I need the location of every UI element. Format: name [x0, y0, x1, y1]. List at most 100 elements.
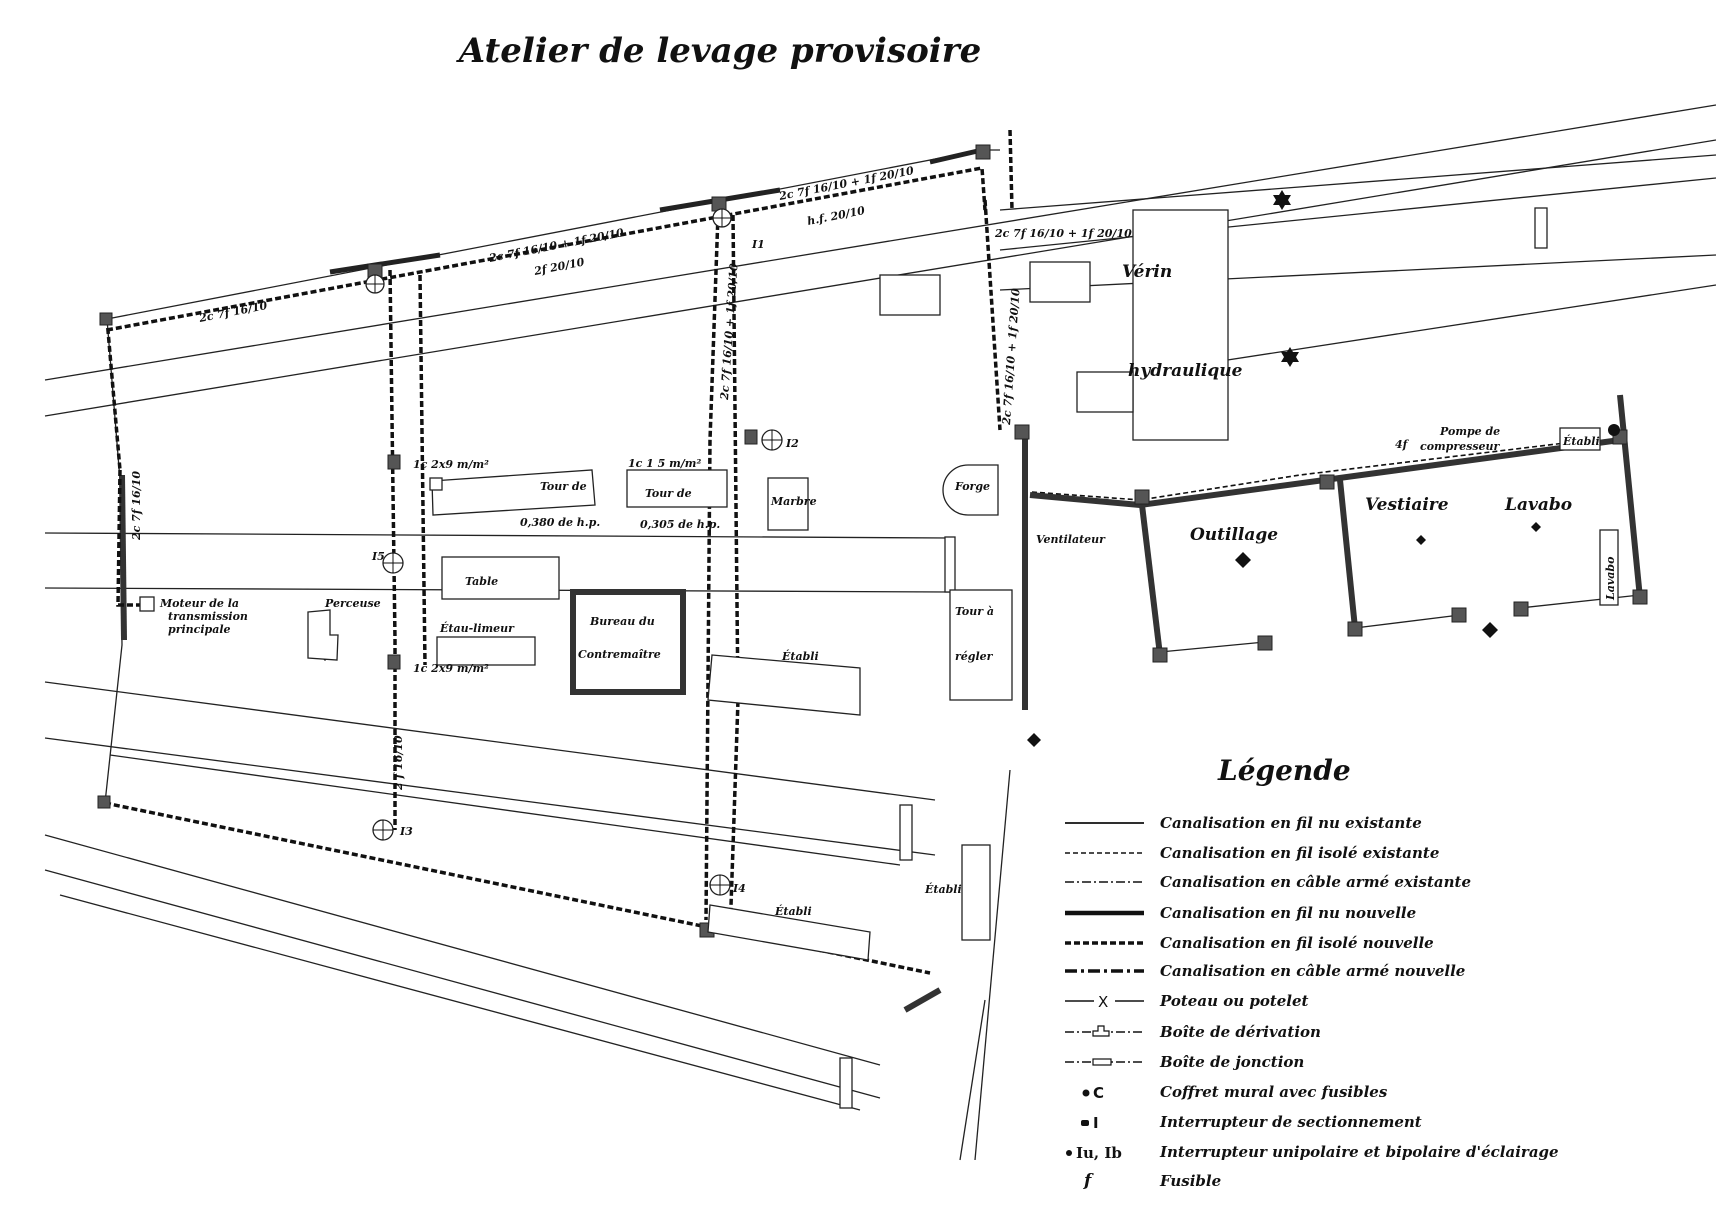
plan-text: 2c 7f 16/10 + 1f 20/10 [718, 263, 741, 402]
plan-shape [1027, 733, 1041, 747]
star-marker-icon [1281, 347, 1299, 367]
label-moteur: Moteur de la [159, 597, 239, 610]
label-power: 0,380 de h.p. [520, 516, 600, 529]
switch-symbol-2 [712, 208, 732, 228]
plan-shape [1482, 622, 1498, 638]
plan-shape [307, 609, 339, 661]
label-verin: Vérin [1122, 262, 1172, 282]
plan-shape [626, 469, 728, 508]
plan-shape [704, 214, 720, 921]
post-x-icon: X [1098, 993, 1108, 1011]
plan-shape [1257, 635, 1273, 651]
plan-shape [1559, 427, 1601, 451]
plan-shape [1031, 439, 1591, 501]
plan-shape [105, 318, 122, 471]
plan-shape [707, 654, 861, 716]
plan-shape [1531, 522, 1541, 532]
plan-shape [1534, 207, 1548, 249]
plan-shape [329, 252, 441, 275]
plan-shape [1513, 601, 1529, 617]
plan-shape [999, 254, 1716, 291]
plan-shape [1134, 489, 1150, 505]
plan-text: Interrupteur de sectionnement [1159, 1113, 1422, 1131]
switch-symbol-5 [372, 819, 394, 841]
plan-shape [431, 469, 596, 516]
plan-text: Canalisation en fil isolé nouvelle [1160, 934, 1434, 952]
plan-shape [942, 464, 999, 516]
legend-item: Canalisation en câble armé existante [1065, 873, 1471, 891]
plan-text: Canalisation en fil nu existante [1160, 814, 1422, 832]
plan-text: 1c 2x9 m/m² [413, 458, 489, 471]
switches: I2 I1 I3 I4 I5 [365, 208, 799, 896]
label-perceuse: Perceuse [324, 597, 381, 610]
plan-shape [1008, 129, 1014, 211]
plan-text: Boîte de dérivation [1159, 1023, 1321, 1041]
plan-shape [44, 104, 1716, 381]
plan-shape [387, 454, 401, 470]
plan-shape [961, 844, 991, 941]
plan-text: 2f 20/10 [532, 255, 586, 278]
fuse-icon: f [1083, 1171, 1094, 1191]
legend-item: X Poteau ou potelet [1065, 992, 1309, 1011]
label-compresseur: compresseur [1420, 440, 1501, 453]
plan-text: 2 f 16/10 [392, 735, 405, 791]
plan-text: 2c 7f 16/10 [197, 299, 269, 325]
legend-item: Canalisation en câble armé nouvelle [1065, 962, 1465, 980]
switch-symbol-6 [709, 874, 731, 896]
plan-shape [44, 869, 881, 1099]
legend: Légende Canalisation en fil nu existante… [1065, 754, 1559, 1191]
legend-item: f Fusible [1083, 1171, 1221, 1191]
plan-shape [387, 654, 401, 670]
legend-title: Légende [1217, 754, 1351, 787]
label-forge: Forge [954, 480, 990, 493]
cable-runs [104, 129, 1643, 1013]
plan-shape [728, 214, 740, 936]
plan-shape [1632, 589, 1648, 605]
plan-text: Interrupteur unipolaire et bipolaire d'é… [1159, 1143, 1559, 1161]
plan-shape [744, 429, 758, 445]
plan-shape [1029, 492, 1141, 508]
legend-item: Boîte de dérivation [1065, 1023, 1321, 1041]
wall-box-icon [1082, 1089, 1090, 1097]
label-tour: Tour de [540, 480, 587, 493]
plan-text: h.f. 20/10 [806, 204, 866, 228]
plan-shape [1599, 529, 1619, 606]
plan-shape [1235, 552, 1251, 568]
plan-text: 2c 7f 16/10 + 1f 20/10 [994, 227, 1132, 240]
plan-shape [1617, 394, 1643, 599]
plan-shape [839, 1057, 853, 1109]
label-lavabo: Lavabo [1504, 495, 1572, 515]
plan-shape [418, 274, 427, 666]
plan-shape [975, 144, 991, 160]
label-marbre: Marbre [770, 495, 817, 508]
label-bureau: Bureau du [589, 615, 655, 628]
plan-shape [44, 681, 936, 801]
plan-text: C [1093, 1084, 1104, 1102]
label-hydraulique: hydraulique [1128, 361, 1243, 381]
label-lavabo-side: Lavabo [1604, 557, 1617, 601]
plan-shape [1337, 479, 1358, 629]
legend-item: C Coffret mural avec fusibles [1082, 1083, 1388, 1102]
plan-shape [441, 556, 560, 600]
switch-symbol-1 [365, 274, 385, 294]
plan-shape [974, 769, 1011, 1161]
label-bureau: Contremaître [578, 648, 661, 661]
plan-text: Canalisation en câble armé existante [1160, 873, 1471, 891]
plan-shape [899, 804, 913, 861]
machines [139, 209, 1619, 961]
switch-label: I4 [732, 882, 746, 895]
switch-label: I2 [785, 437, 799, 450]
plan-shape [1029, 261, 1091, 303]
label-pompe: Pompe de [1439, 425, 1500, 438]
lighting-switch-icon [1066, 1150, 1072, 1156]
plan-shape [1319, 474, 1335, 490]
plan-shape [1347, 621, 1363, 637]
plan-text: Poteau ou potelet [1159, 992, 1309, 1010]
plan-text: Coffret mural avec fusibles [1160, 1083, 1388, 1101]
switch-label: I3 [399, 825, 413, 838]
label-tour: Tour de [645, 487, 692, 500]
switch-symbol-4 [382, 552, 404, 574]
plan-shape [959, 999, 986, 1161]
